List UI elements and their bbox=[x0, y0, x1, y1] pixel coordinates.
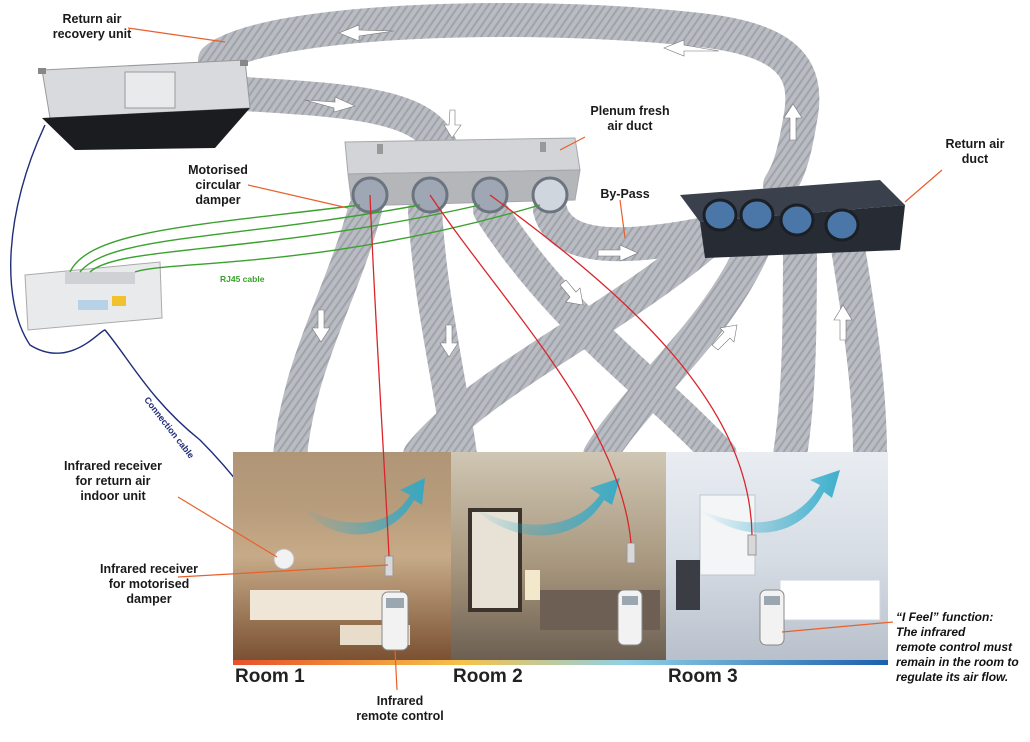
rj45-cables bbox=[69, 204, 541, 273]
ir-remote-controls bbox=[381, 589, 785, 651]
label-plenum-fresh-air-duct: Plenum fresh air duct bbox=[590, 104, 670, 133]
duct-plenum-room3 bbox=[473, 193, 737, 472]
label-return-air-recovery-unit: Return air recovery unit bbox=[52, 12, 132, 41]
return-air-recovery-unit bbox=[38, 59, 251, 150]
return-port-1 bbox=[702, 198, 738, 232]
duct-flow-arrows bbox=[304, 24, 853, 358]
ir-receiver-return-icon bbox=[273, 548, 295, 570]
label-return-air-duct: Return air duct bbox=[945, 137, 1005, 166]
label-ir-receiver-return: Infrared receiver for return air indoor … bbox=[64, 459, 162, 503]
room-airflow-arrows bbox=[300, 470, 840, 536]
return-port-4 bbox=[824, 208, 860, 242]
duct-return-room3b bbox=[828, 213, 887, 472]
ir-signal-lines bbox=[369, 194, 753, 557]
label-ir-receiver-damper: Infrared receiver for motorised damper bbox=[100, 562, 198, 606]
ir-receiver-damper-icon-room3 bbox=[747, 534, 757, 556]
duct-return-room3 bbox=[773, 213, 817, 472]
label-room-3: Room 3 bbox=[668, 666, 738, 687]
pointer-lines bbox=[127, 27, 943, 691]
label-by-pass: By-Pass bbox=[600, 187, 650, 201]
label-motorised-circular-damper: Motorised circular damper bbox=[188, 163, 248, 207]
label-i-feel-function: “I Feel” function: The infrared remote c… bbox=[896, 610, 1019, 684]
label-room-1: Room 1 bbox=[235, 666, 305, 687]
connection-cable-line bbox=[10, 124, 281, 546]
label-room-2: Room 2 bbox=[453, 666, 523, 687]
flexible-ducts bbox=[173, 3, 887, 472]
duct-return-top bbox=[198, 3, 820, 202]
label-rj45-cable: RJ45 cable bbox=[220, 274, 265, 284]
room-temperature-bar bbox=[233, 660, 888, 665]
label-ir-remote-control: Infrared remote control bbox=[356, 694, 444, 723]
duct-bypass bbox=[533, 193, 717, 262]
return-port-2 bbox=[739, 198, 775, 232]
duct-return-room1 bbox=[403, 213, 737, 472]
return-air-duct bbox=[680, 180, 905, 258]
plenum-fresh-air-duct bbox=[344, 137, 581, 207]
ir-receiver-damper-icon-room2 bbox=[626, 542, 636, 564]
control-box bbox=[24, 261, 163, 331]
return-port-3 bbox=[779, 203, 815, 237]
damper-4 bbox=[531, 176, 569, 214]
ir-receiver-damper-icon-room1 bbox=[384, 555, 394, 577]
duct-return-room2 bbox=[583, 213, 777, 472]
